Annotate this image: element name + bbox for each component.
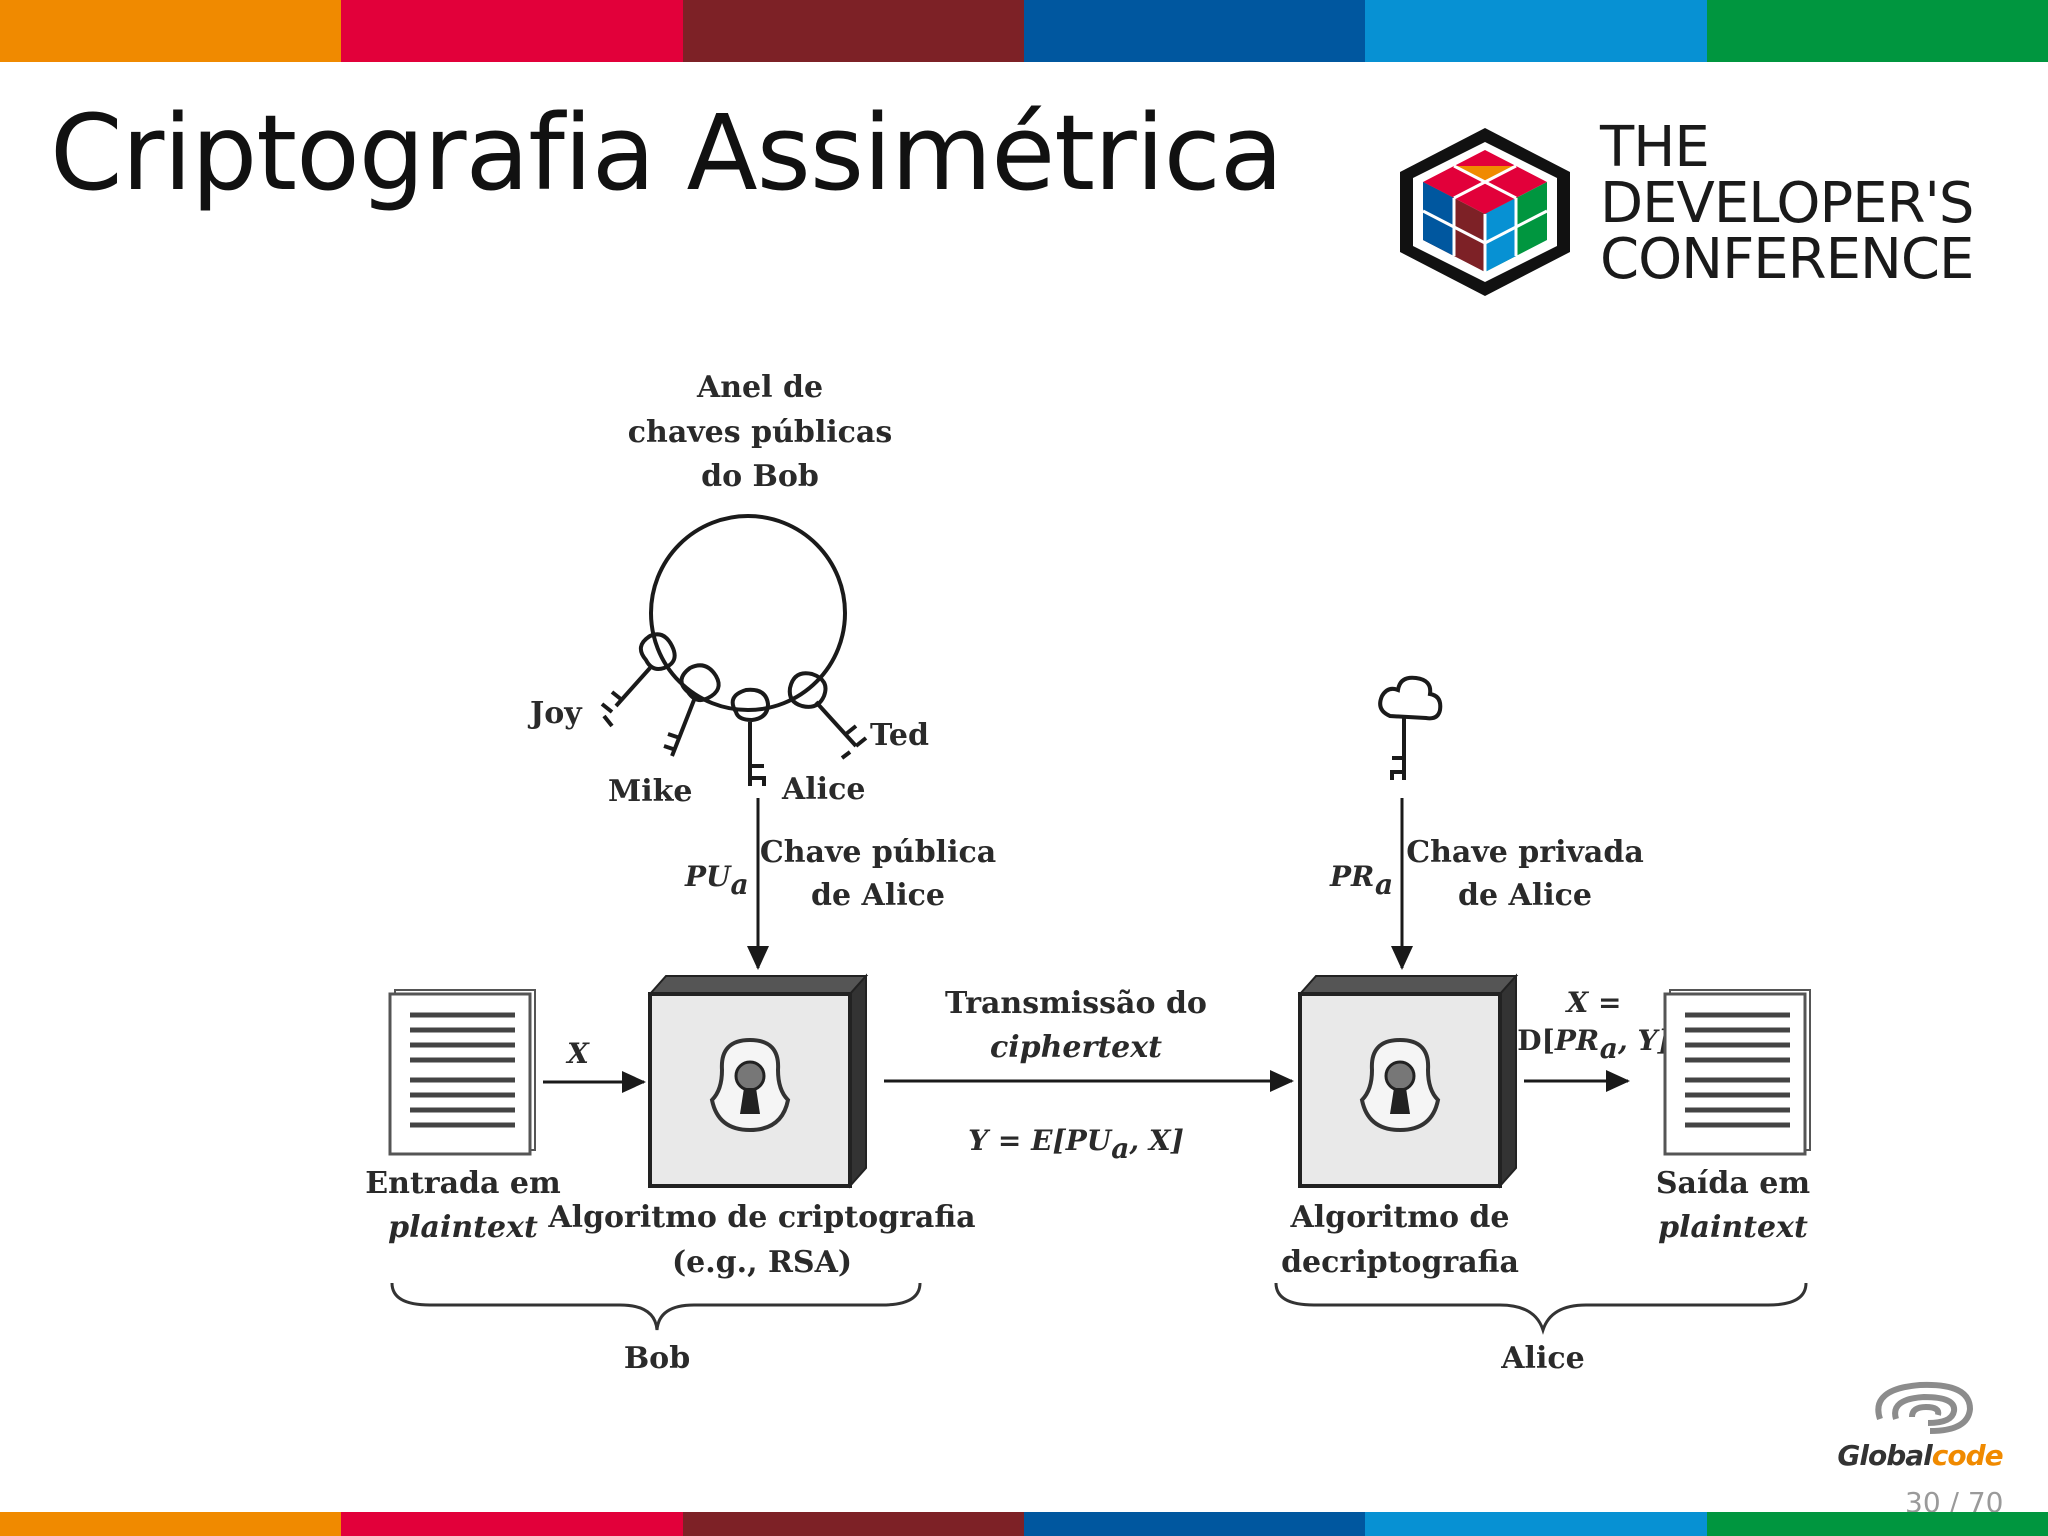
top-color-stripe <box>0 0 2048 62</box>
input-doc-label-line-1: Entrada em <box>365 1166 561 1201</box>
ted-key-label: Ted <box>870 718 929 753</box>
joy-key-label: Joy <box>527 696 583 731</box>
joy-key-icon <box>600 632 677 728</box>
transmission-label-line-1: Transmissão do <box>945 986 1207 1021</box>
keyring-title-line-3: do Bob <box>701 459 819 494</box>
input-doc-label-line-2: plaintext <box>388 1210 538 1245</box>
decryption-box-icon <box>1297 973 1519 1189</box>
decrypt-label-line-1: Algoritmo de <box>1290 1200 1510 1235</box>
encrypt-label-line-2: (e.g., RSA) <box>672 1245 852 1280</box>
stripe-orange <box>0 0 342 62</box>
encryption-box-icon <box>647 973 869 1189</box>
alice-key-label: Alice <box>781 772 865 807</box>
output-doc-label-line-1: Saída em <box>1656 1166 1810 1201</box>
public-key-label-line-1: Chave pública <box>760 835 996 870</box>
bob-brace-label: Bob <box>624 1341 690 1376</box>
input-arrow-label: X <box>565 1037 590 1070</box>
stripe-red <box>341 0 683 62</box>
stripe-green <box>1706 0 2048 62</box>
keyring-title-line-1: Anel de <box>696 370 823 405</box>
encrypt-label-line-1: Algoritmo de criptografia <box>547 1200 975 1235</box>
input-document-icon <box>388 989 536 1156</box>
output-formula-line-1: X = <box>1565 986 1622 1019</box>
alice-brace <box>1274 1282 1808 1335</box>
mike-key-label: Mike <box>608 774 692 809</box>
bob-brace <box>390 1282 922 1331</box>
public-key-symbol: PUa <box>684 860 749 901</box>
mike-key-icon <box>663 663 721 757</box>
private-key-label-line-1: Chave privada <box>1406 835 1644 870</box>
globalcode-wordmark-accent: code <box>1931 1439 2004 1472</box>
decrypt-label-line-2: decriptografia <box>1281 1245 1519 1280</box>
globalcode-wordmark-dark: Global <box>1837 1439 1932 1472</box>
public-key-label-line-2: de Alice <box>811 878 945 913</box>
conference-wordmark-line-3: CONFERENCE <box>1600 227 1974 292</box>
alice-brace-label: Alice <box>1500 1341 1584 1376</box>
conference-logo: THE DEVELOPER'S CONFERENCE <box>1385 120 1985 300</box>
bottom-color-stripe <box>0 1512 2048 1536</box>
keyring-ring-icon <box>649 514 847 712</box>
keyring-title-line-2: chaves públicas <box>628 415 893 450</box>
sponsor-logo: Globalcode <box>1830 1375 2010 1475</box>
stripe-light-blue <box>1365 0 1707 62</box>
stripe-red <box>341 1512 683 1536</box>
stripe-maroon <box>682 1512 1024 1536</box>
stripe-light-blue <box>1365 1512 1707 1536</box>
private-key-icon <box>1378 675 1443 780</box>
globalcode-wordmark: Globalcode <box>1830 1439 2010 1472</box>
ciphertext-formula: Y = E[PUa, X] <box>968 1124 1184 1165</box>
conference-wordmark: THE DEVELOPER'S CONFERENCE <box>1600 115 1974 292</box>
output-doc-label-line-2: plaintext <box>1658 1210 1808 1245</box>
stripe-orange <box>0 1512 342 1536</box>
slide-title: Criptografia Assimétrica <box>50 92 1284 214</box>
private-key-symbol: PRa <box>1329 860 1393 901</box>
conference-wordmark-line-2: DEVELOPER'S <box>1600 171 1974 236</box>
stripe-blue <box>1023 0 1366 62</box>
transmission-label-line-2: ciphertext <box>990 1030 1162 1065</box>
alice-key-icon <box>730 687 771 786</box>
output-formula-line-2: D[PRa, Y] <box>1517 1024 1670 1065</box>
stripe-green <box>1706 1512 2048 1536</box>
conference-cube-icon <box>1400 128 1570 296</box>
conference-wordmark-line-1: THE <box>1600 115 1710 180</box>
output-document-icon <box>1663 989 1811 1156</box>
private-key-label-line-2: de Alice <box>1458 878 1592 913</box>
globalcode-swirl-icon <box>1875 1381 1974 1434</box>
stripe-blue <box>1023 1512 1366 1536</box>
stripe-maroon <box>682 0 1024 62</box>
ted-key-icon <box>787 671 868 760</box>
